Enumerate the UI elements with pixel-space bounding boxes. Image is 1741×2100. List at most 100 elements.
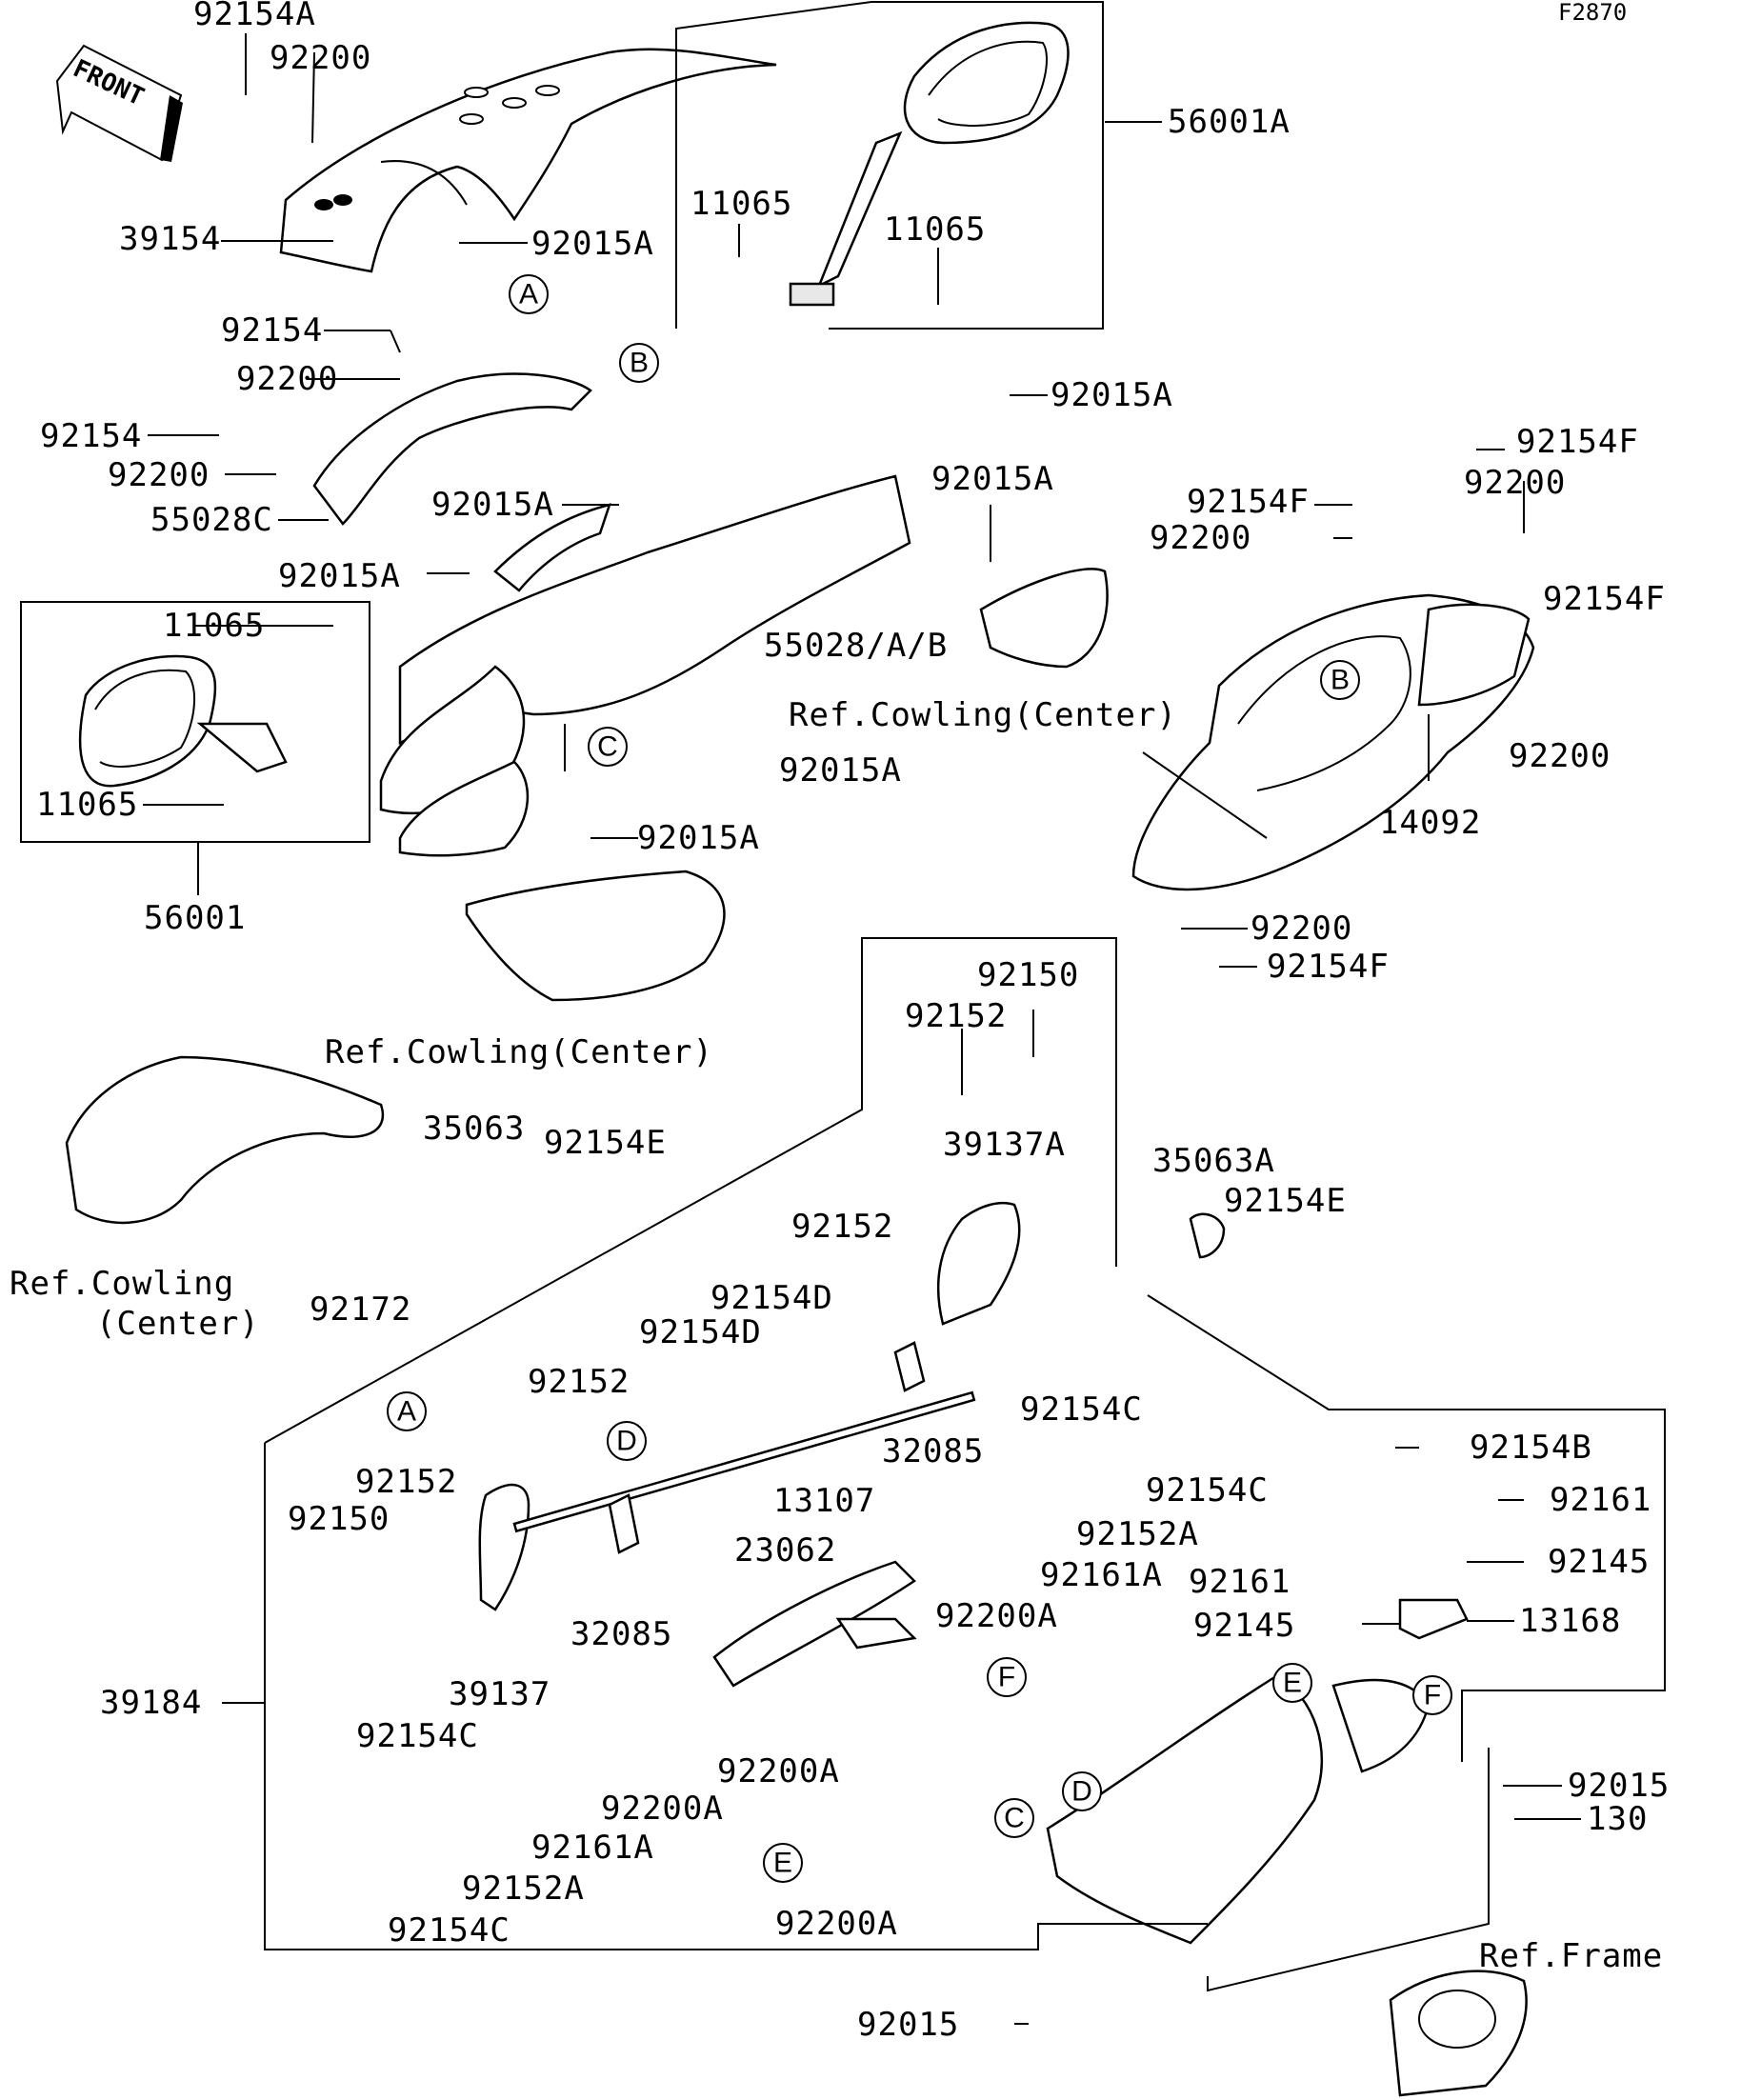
svg-text:E: E bbox=[773, 1848, 792, 1879]
part-label: 39137A bbox=[943, 1126, 1066, 1164]
part-label: 55028C bbox=[150, 501, 273, 539]
part-label: 92154C bbox=[1146, 1471, 1269, 1510]
part-label: 11065 bbox=[690, 185, 792, 223]
upper-cover-39154 bbox=[279, 48, 777, 273]
part-labels: 92154A 92200 39154 92015A 56001A 11065 1… bbox=[36, 0, 1669, 2044]
svg-text:B: B bbox=[630, 348, 649, 379]
circle-ref-e-mid: E bbox=[1272, 1663, 1312, 1703]
box-39184-right bbox=[1147, 1294, 1666, 1762]
svg-text:B: B bbox=[1331, 665, 1350, 696]
part-label: 32085 bbox=[882, 1432, 984, 1470]
mirror-56001A bbox=[789, 21, 1070, 307]
svg-text:F: F bbox=[1424, 1680, 1441, 1711]
mirror-56001 bbox=[78, 654, 288, 788]
part-label: 92152 bbox=[905, 997, 1007, 1035]
part-label: 92154D bbox=[710, 1279, 833, 1317]
part-label: 56001 bbox=[144, 899, 246, 937]
circle-ref-b-right: B bbox=[1320, 660, 1360, 700]
circle-ref-c-top: C bbox=[588, 727, 628, 767]
part-label: 23062 bbox=[734, 1531, 836, 1570]
part-label: 11065 bbox=[36, 786, 138, 824]
stay-39184 bbox=[478, 1201, 1226, 1688]
ref-cowling-center-mid: Ref.Cowling(Center) bbox=[325, 1033, 713, 1071]
part-label: 92015A bbox=[278, 557, 401, 595]
part-label: 13107 bbox=[773, 1482, 875, 1520]
part-label: 92161A bbox=[531, 1829, 654, 1867]
part-label: 92200 bbox=[108, 456, 210, 494]
part-label: 92015A bbox=[531, 225, 654, 263]
part-label: 32085 bbox=[570, 1615, 672, 1653]
part-label: 92154C bbox=[1020, 1390, 1143, 1429]
part-label: 55028/A/B bbox=[764, 627, 948, 665]
part-label: 92152 bbox=[791, 1208, 893, 1246]
circle-ref-d-low: D bbox=[1062, 1771, 1102, 1811]
circle-ref-a-mid: A bbox=[387, 1391, 427, 1431]
part-label: 35063A bbox=[1152, 1142, 1275, 1180]
part-label: 92152A bbox=[462, 1870, 585, 1908]
part-label: 92015A bbox=[637, 819, 760, 857]
part-label: 92154D bbox=[639, 1313, 762, 1351]
box-56001 bbox=[20, 601, 370, 843]
svg-text:D: D bbox=[1071, 1776, 1092, 1808]
part-label: 39137 bbox=[449, 1675, 550, 1713]
svg-text:A: A bbox=[519, 279, 538, 310]
part-label: 14092 bbox=[1379, 804, 1481, 842]
part-label: 92154 bbox=[40, 417, 142, 455]
part-label: 92015 bbox=[857, 2006, 959, 2044]
circle-ref-b-top: B bbox=[619, 343, 659, 383]
ref-cowl-center-lower bbox=[465, 870, 726, 1002]
circle-ref-c-low: C bbox=[994, 1798, 1034, 1838]
svg-text:D: D bbox=[616, 1426, 637, 1457]
part-label: 92150 bbox=[977, 956, 1079, 994]
part-label: 92154F bbox=[1543, 580, 1666, 618]
part-label: 92152 bbox=[355, 1463, 457, 1501]
box-39184-top bbox=[264, 937, 1117, 1444]
part-label: 92150 bbox=[288, 1500, 390, 1538]
part-label: 92015A bbox=[931, 460, 1054, 498]
part-label: 92200 bbox=[1251, 910, 1352, 948]
ref-cowling-center-right: Ref.Cowling(Center) bbox=[789, 696, 1177, 734]
part-label: 92161 bbox=[1550, 1481, 1651, 1519]
circle-ref-d-mid: D bbox=[607, 1421, 647, 1461]
part-label: 11065 bbox=[884, 210, 986, 249]
part-label: 92152A bbox=[1076, 1515, 1199, 1553]
part-label: 92200A bbox=[717, 1752, 840, 1790]
part-label: 35063 bbox=[423, 1110, 525, 1148]
svg-text:A: A bbox=[397, 1396, 416, 1428]
part-label: 92172 bbox=[310, 1290, 411, 1329]
part-label: 92154 bbox=[221, 311, 323, 350]
ref-frame: Ref.Frame bbox=[1479, 1937, 1663, 1975]
ref-cowling-center-left-2: (Center) bbox=[96, 1305, 260, 1343]
part-label: 92154E bbox=[1224, 1182, 1347, 1220]
part-label: 92152 bbox=[528, 1363, 630, 1401]
part-label: 130 bbox=[1587, 1800, 1648, 1838]
part-label: 92154E bbox=[544, 1124, 667, 1162]
front-arrow-icon: FRONT bbox=[55, 44, 183, 162]
box-56001A bbox=[675, 1, 1104, 330]
part-label: 92161A bbox=[1040, 1556, 1163, 1594]
part-label: 92200 bbox=[1509, 737, 1611, 775]
box-39184 bbox=[264, 1443, 1208, 1950]
circle-ref-e-low: E bbox=[763, 1843, 803, 1883]
part-label: 92154A bbox=[193, 0, 316, 33]
circle-ref-a-top: A bbox=[509, 274, 549, 314]
part-label: 92200 bbox=[1150, 519, 1251, 557]
svg-text:E: E bbox=[1283, 1668, 1302, 1699]
leader-lines bbox=[143, 33, 1581, 2025]
svg-text:F: F bbox=[998, 1662, 1015, 1693]
part-label: 92015A bbox=[779, 751, 902, 790]
part-label: 56001A bbox=[1168, 103, 1291, 141]
part-label: 13168 bbox=[1519, 1602, 1621, 1640]
part-label: 92145 bbox=[1193, 1607, 1295, 1645]
part-label: 92200 bbox=[236, 360, 338, 398]
latch-13168 bbox=[1398, 1598, 1469, 1640]
part-label: 92200A bbox=[935, 1597, 1058, 1635]
part-label: 92154F bbox=[1516, 423, 1639, 461]
part-label: 92154B bbox=[1470, 1429, 1592, 1467]
svg-text:C: C bbox=[597, 731, 618, 763]
part-label: 11065 bbox=[163, 607, 265, 645]
part-label: 92200 bbox=[1464, 464, 1566, 502]
part-label: 92154F bbox=[1187, 483, 1310, 521]
part-label: 39184 bbox=[100, 1684, 202, 1722]
